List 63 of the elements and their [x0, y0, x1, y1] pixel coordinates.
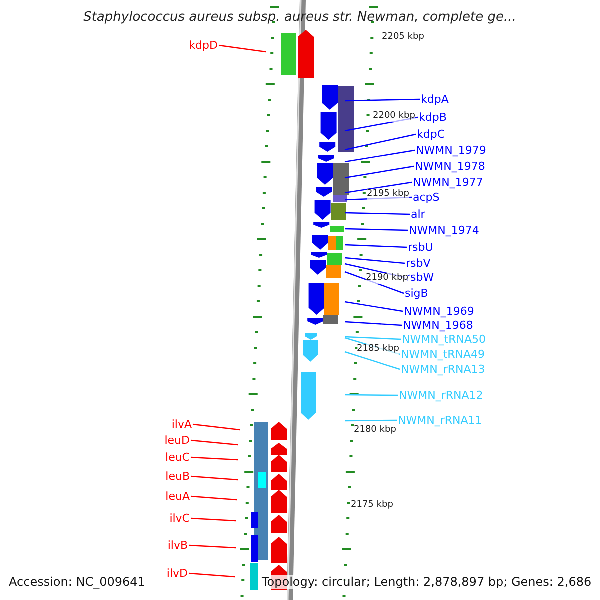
- leader-line: [344, 150, 416, 163]
- leader-line: [344, 351, 400, 370]
- scale-tick-label: 2205 kbp: [382, 32, 424, 43]
- scale-tick-label: 2180 kbp: [354, 425, 396, 436]
- leader-line: [344, 228, 408, 232]
- leader-line: [188, 572, 236, 578]
- leader-line: [190, 456, 238, 461]
- gene-label: rsbV: [406, 257, 431, 270]
- gene-label: leuA: [166, 490, 190, 503]
- gene-label: NWMN_1979: [416, 144, 486, 157]
- leader-line: [344, 212, 410, 216]
- scale-tick-label: 2195 kbp: [367, 189, 410, 200]
- gene-label: kdpB: [419, 111, 447, 124]
- leader-line: [190, 518, 236, 522]
- leader-line: [344, 257, 406, 264]
- gene-label: NWMN_rRNA13: [401, 363, 486, 376]
- leader-line: [188, 544, 236, 549]
- gene-label: leuC: [166, 451, 190, 464]
- accession-text: Accession: NC_009641: [9, 575, 146, 589]
- gene-label: acpS: [413, 191, 440, 204]
- genome-summary-text: Topology: circular; Length: 2,878,897 bp; Genes: 2,686: [262, 575, 592, 589]
- gene-label: kdpD: [189, 39, 218, 52]
- gene-label: ilvD: [166, 567, 188, 580]
- gene-label: NWMN_tRNA50: [402, 333, 486, 346]
- leader-line: [345, 420, 397, 422]
- gene-label: NWMN_1977: [413, 176, 484, 189]
- scale-tick-label: 2200 kbp: [373, 111, 416, 122]
- title: Staphylococcus aureus subsp. aureus str. Newman, complete ge...: [82, 10, 518, 25]
- leader-line: [344, 166, 414, 179]
- scale-tick-label: 2185 kbp: [357, 344, 400, 355]
- leader-line: [344, 244, 408, 248]
- leader-line: [218, 44, 266, 53]
- gene-label: kdpA: [421, 93, 449, 106]
- gene-label: leuB: [166, 470, 190, 483]
- gene-label: NWMN_rRNA11: [398, 414, 482, 427]
- leader-line: [190, 440, 238, 446]
- leader-line: [344, 321, 402, 326]
- gene-label: ilvA: [172, 418, 192, 431]
- gene-label: rsbU: [408, 241, 434, 254]
- gene-label: alr: [411, 208, 426, 221]
- gene-label: rsbW: [406, 271, 434, 284]
- gene-label: NWMN_1969: [404, 305, 474, 318]
- gene-label: NWMN_rRNA12: [399, 389, 484, 402]
- gene-label: NWMN_1978: [415, 160, 486, 173]
- scale-tick-label: 2175 kbp: [351, 500, 394, 511]
- gene-label: NWMN_1968: [403, 319, 474, 332]
- leader-line: [344, 301, 404, 312]
- gene-label: ilvB: [168, 539, 188, 552]
- leader-line: [344, 182, 412, 194]
- scale-tick-label: 2190 kbp: [366, 273, 408, 284]
- leader-line: [344, 98, 420, 102]
- gene-label: leuD: [164, 434, 190, 447]
- leader-line: [190, 476, 238, 481]
- gene-label: kdpC: [417, 128, 446, 141]
- leader-line: [190, 496, 238, 501]
- gene-label: NWMN_1974: [409, 224, 480, 237]
- gene-label: NWMN_tRNA49: [401, 348, 486, 361]
- leader-line: [344, 336, 402, 340]
- leader-line: [345, 394, 398, 396]
- leader-line: [344, 134, 416, 151]
- gene-label: ilvC: [170, 512, 190, 525]
- leader-line: [192, 424, 240, 431]
- gene-label: sigB: [405, 287, 428, 300]
